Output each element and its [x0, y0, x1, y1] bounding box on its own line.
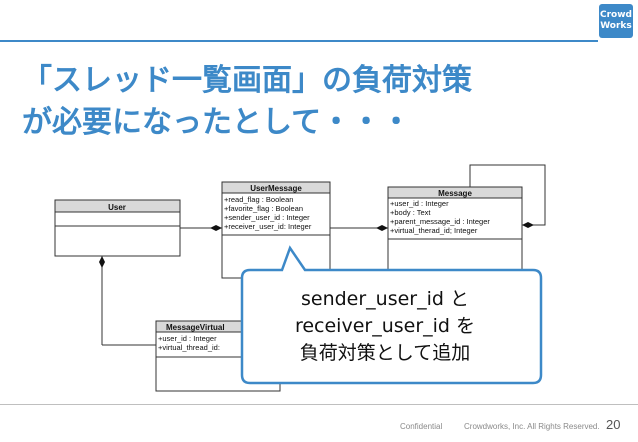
- footer-rule: [0, 404, 638, 405]
- msg-attr-2: +parent_message_id : Integer: [390, 217, 490, 226]
- page-number: 20: [606, 417, 621, 432]
- slide-title: 「スレッド一覧画面」の負荷対策 が必要になったとして・・・: [22, 60, 622, 144]
- title-line-1: 「スレッド一覧画面」の負荷対策: [22, 63, 472, 98]
- class-user: User: [54, 199, 181, 257]
- msg-attr-1: +body : Text: [390, 208, 431, 217]
- assoc-message-self: [469, 164, 546, 226]
- class-messagevirtual-name: MessageVirtual: [166, 323, 225, 332]
- class-usermessage-name: UserMessage: [250, 184, 302, 193]
- um-attr-2: +sender_user_id : Integer: [224, 213, 310, 222]
- callout-line-3: 負荷対策として追加: [299, 342, 471, 364]
- callout-bubble: [240, 245, 543, 385]
- logo-line-1: Crowd: [600, 10, 632, 20]
- class-user-name: User: [108, 203, 126, 212]
- diamond-message: [376, 225, 388, 231]
- title-line-2: が必要になったとして・・・: [22, 105, 412, 140]
- um-attr-1: +favorite_flag : Boolean: [224, 204, 303, 213]
- diamond-user: [99, 256, 105, 268]
- callout-line-1: sender_user_id と: [300, 288, 469, 310]
- footer-confidential: Confidential: [400, 422, 443, 431]
- class-message-name: Message: [438, 189, 472, 198]
- mv-attr-1: +virtual_thread_id:: [158, 343, 220, 352]
- callout-text: sender_user_id と receiver_user_id を 負荷対策…: [250, 286, 520, 367]
- class-usermessage: UserMessage +read_flag : Boolean +favori…: [221, 181, 331, 279]
- um-attr-0: +read_flag : Boolean: [224, 195, 293, 204]
- diamond-message-self: [522, 222, 534, 228]
- diamond-usermessage: [210, 225, 222, 231]
- footer-copyright: Crowdworks, Inc. All Rights Reserved.: [464, 422, 600, 431]
- callout-line-2: receiver_user_id を: [294, 315, 476, 337]
- msg-attr-3: +virtual_therad_id; Integer: [390, 226, 478, 235]
- crowdworks-logo: Crowd Works: [599, 4, 633, 38]
- um-attr-3: +receiver_user_id: Integer: [224, 222, 312, 231]
- class-message: Message +user_id : Integer +body : Text …: [387, 186, 523, 278]
- logo-line-2: Works: [600, 21, 632, 31]
- mv-attr-0: +user_id : Integer: [158, 334, 217, 343]
- msg-attr-0: +user_id : Integer: [390, 199, 449, 208]
- header-rule: [0, 40, 598, 42]
